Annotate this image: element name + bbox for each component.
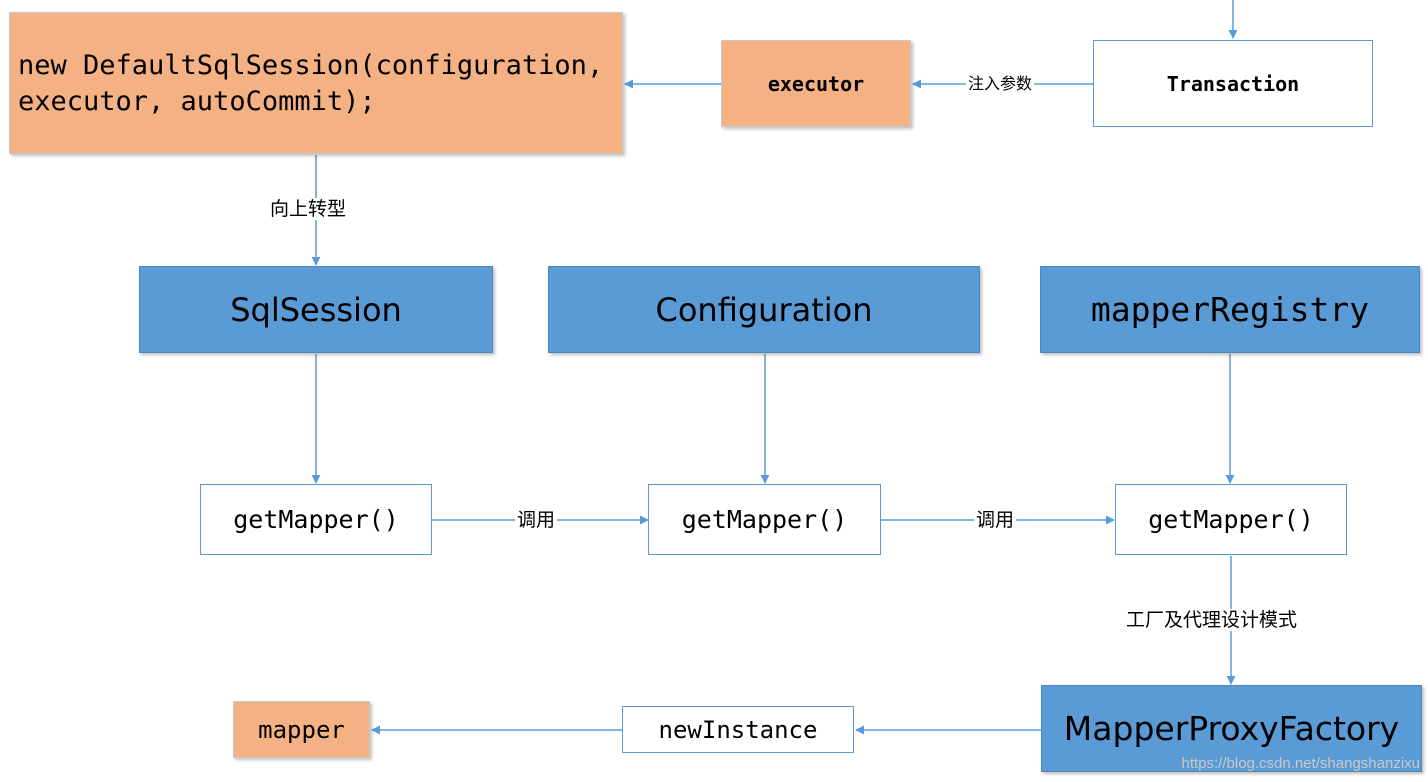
default-sql-session-label: new DefaultSqlSession(configuration, exe… [18,50,604,117]
getmapper-configuration-node: getMapper() [648,484,881,555]
mapper-node: mapper [233,701,370,758]
new-instance-node: newInstance [622,706,854,753]
invoke-edge-label-1: 调用 [515,509,558,531]
transaction-label: Transaction [1166,71,1300,96]
executor-label: executor [767,71,865,96]
new-instance-label: newInstance [658,715,818,744]
configuration-node: Configuration [548,266,980,353]
getmapper-configuration-label: getMapper() [681,505,848,534]
upcast-edge-label: 向上转型 [268,198,349,220]
mapper-label: mapper [258,715,345,744]
mapper-proxy-factory-label: MapperProxyFactory [1063,709,1400,748]
watermark-text: https://blog.csdn.net/shangshanzixu [1181,755,1421,772]
executor-node: executor [721,40,911,127]
mapper-registry-node: mapperRegistry [1040,266,1420,353]
factory-proxy-pattern-edge-label: 工厂及代理设计模式 [1124,609,1300,631]
getmapper-registry-label: getMapper() [1148,505,1314,534]
sqlsession-label: SqlSession [230,290,402,329]
getmapper-sqlsession-node: getMapper() [200,484,432,555]
configuration-label: Configuration [655,290,873,329]
mapper-registry-label: mapperRegistry [1090,290,1370,329]
inject-params-edge-label: 注入参数 [966,73,1035,95]
invoke-edge-label-2: 调用 [974,509,1017,531]
default-sql-session-node: new DefaultSqlSession(configuration, exe… [9,12,623,154]
transaction-node: Transaction [1093,40,1373,127]
mapper-proxy-factory-node: MapperProxyFactory [1041,685,1422,772]
getmapper-sqlsession-label: getMapper() [233,505,399,534]
getmapper-registry-node: getMapper() [1115,484,1347,555]
sqlsession-node: SqlSession [139,266,493,353]
